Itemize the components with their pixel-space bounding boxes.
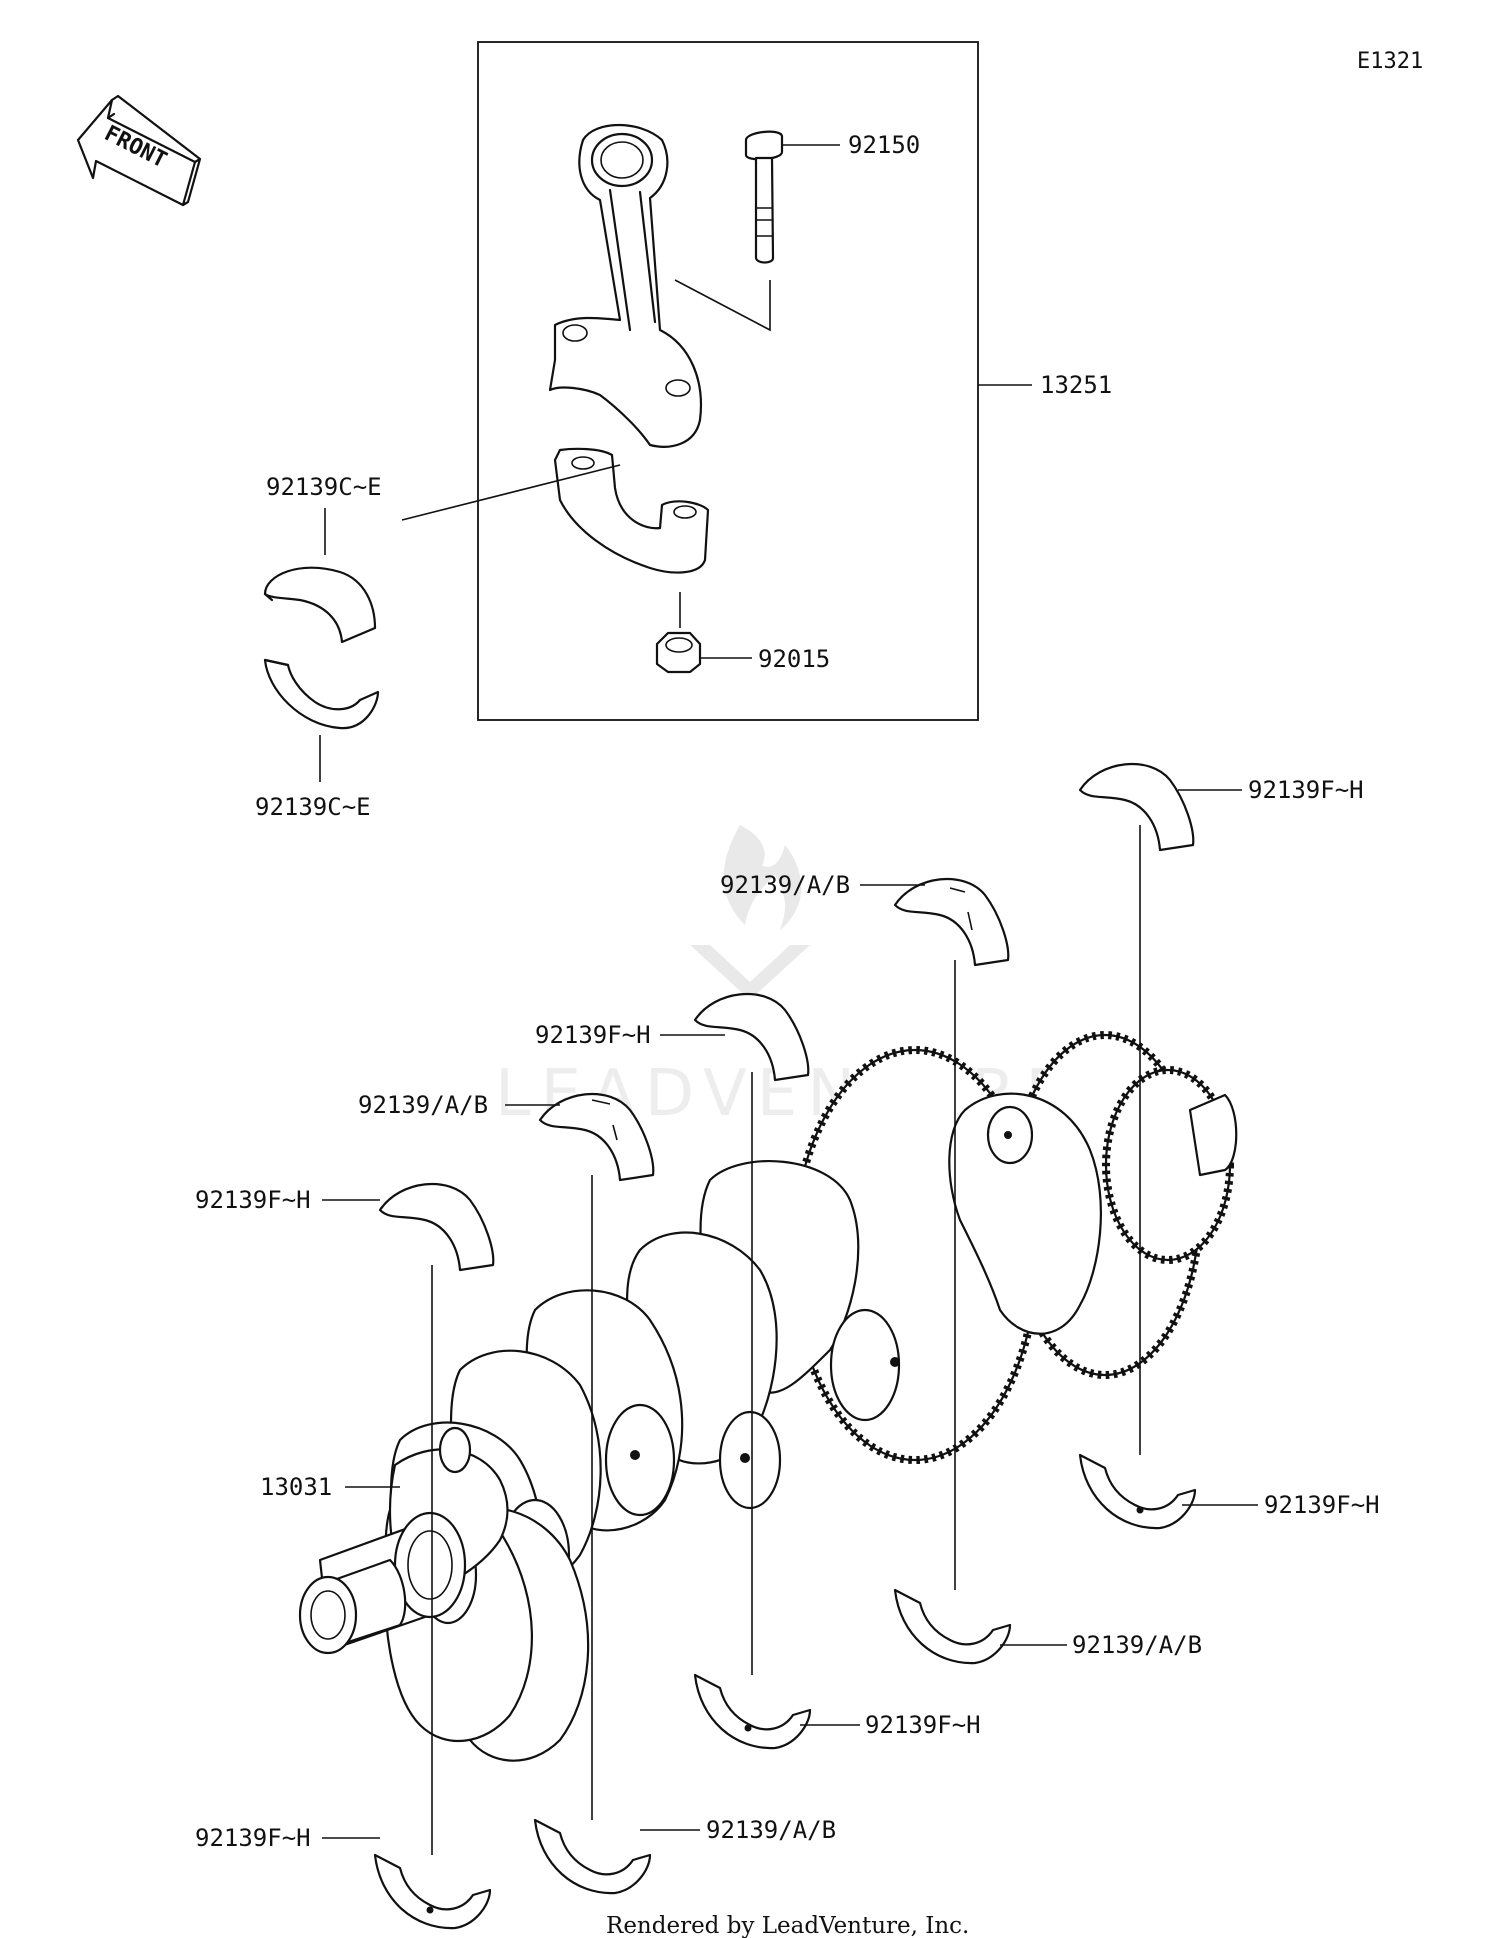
main-bearing-3-lower xyxy=(693,1673,812,1750)
main-bearing-3-upper xyxy=(693,992,810,1082)
conrod-bolt xyxy=(744,130,784,264)
main-bearing-2-lower xyxy=(893,1588,1012,1665)
callout-13251: 13251 xyxy=(1040,371,1112,399)
main-bearing-5-upper xyxy=(378,1182,495,1272)
main-bearing-1-upper xyxy=(1078,762,1195,852)
callout-92139c-e-lower: 92139C~E xyxy=(255,793,371,821)
callout-92139f-h-1: 92139F~H xyxy=(1248,776,1364,804)
crankshaft xyxy=(298,1031,1238,1762)
callout-13031: 13031 xyxy=(260,1473,332,1501)
main-bearing-5-lower xyxy=(373,1853,492,1930)
callout-92139ab-1: 92139/A/B xyxy=(720,871,850,899)
callout-92139f-h-4: 92139F~H xyxy=(1264,1491,1380,1519)
sheet-code: E1321 xyxy=(1357,49,1423,74)
callout-92139ab-2: 92139/A/B xyxy=(358,1091,488,1119)
callout-92139f-h-2: 92139F~H xyxy=(535,1021,651,1049)
main-bearing-2-upper xyxy=(893,877,1010,967)
connecting-rod xyxy=(548,123,702,448)
footer-credit: Rendered by LeadVenture, Inc. xyxy=(606,1913,969,1938)
conrod-bearing-upper xyxy=(263,566,377,644)
callout-labels: 92150 13251 92139C~E 92015 92139C~E 9213… xyxy=(195,131,1380,1852)
callout-92015: 92015 xyxy=(758,645,830,673)
callout-92139f-h-6: 92139F~H xyxy=(195,1824,311,1852)
callout-92139ab-4: 92139/A/B xyxy=(706,1816,836,1844)
callout-92139f-h-5: 92139F~H xyxy=(865,1711,981,1739)
leader-lines xyxy=(319,144,1258,1855)
callout-92139f-h-3: 92139F~H xyxy=(195,1186,311,1214)
main-bearing-4-lower xyxy=(533,1818,652,1895)
conrod-nut xyxy=(655,631,702,674)
main-bearing-1-lower xyxy=(1078,1453,1197,1530)
callout-92139c-e-upper: 92139C~E xyxy=(266,473,382,501)
bolt-guide-line xyxy=(674,279,771,332)
main-bearing-4-upper xyxy=(538,1092,655,1182)
callout-92150: 92150 xyxy=(848,131,920,159)
conrod-assembly-frame xyxy=(477,41,979,721)
callout-92139ab-3: 92139/A/B xyxy=(1072,1631,1202,1659)
front-arrow-icon: FRONT xyxy=(76,94,202,207)
conrod-cap xyxy=(553,447,710,574)
conrod-bearing-lower xyxy=(263,658,380,730)
